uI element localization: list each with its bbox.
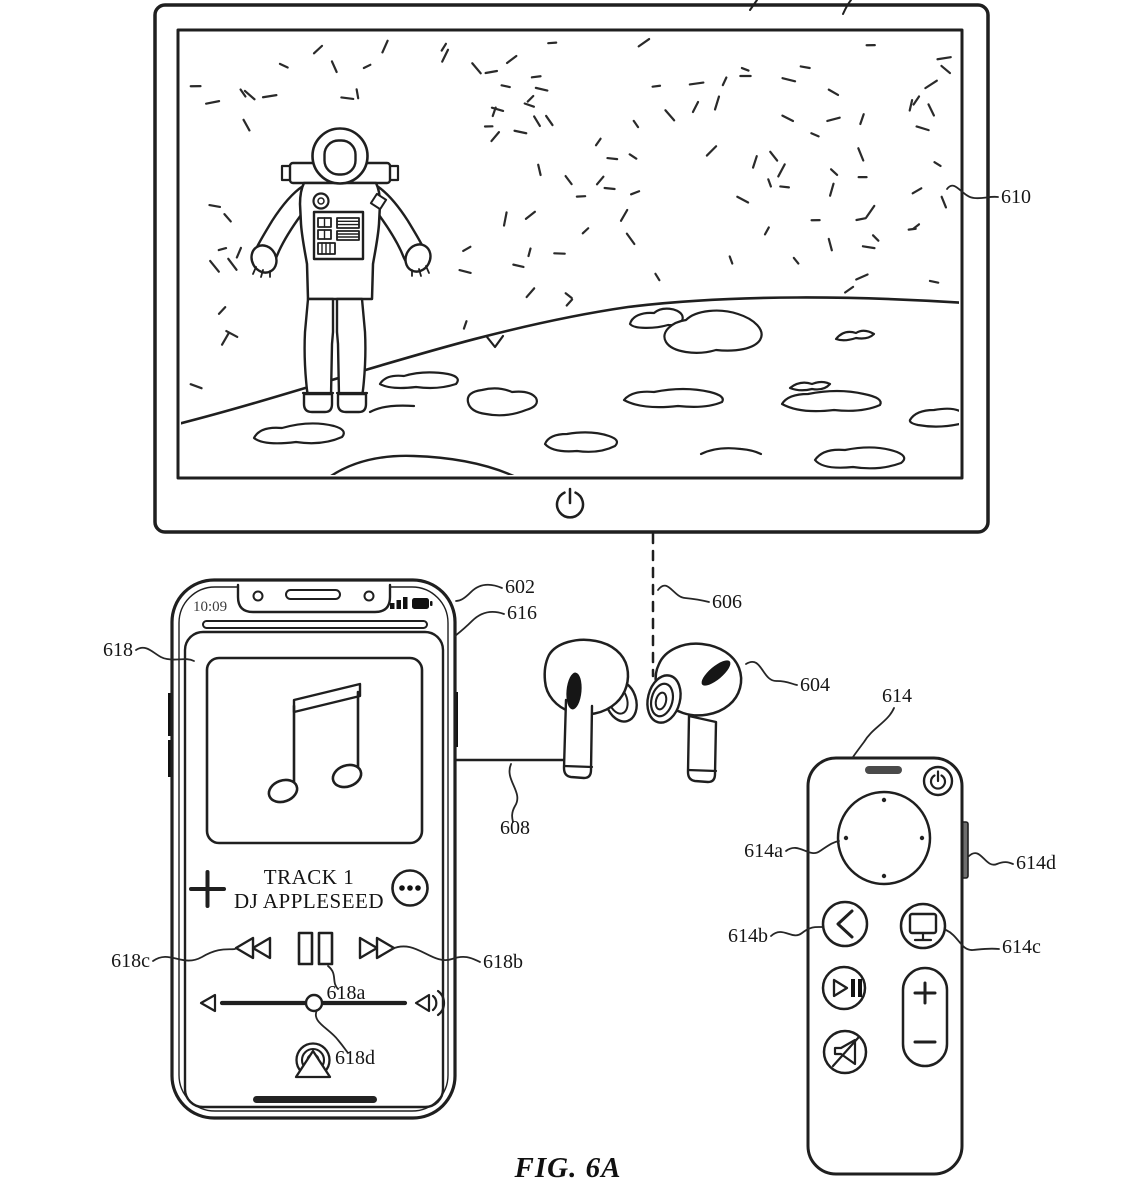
stem bbox=[686, 714, 718, 784]
right-earbud bbox=[646, 642, 743, 784]
earbuds bbox=[543, 638, 743, 784]
shoulder-patch bbox=[369, 192, 388, 211]
tv-power-icon bbox=[555, 487, 585, 519]
crater-arc bbox=[368, 404, 416, 414]
music-note-icon bbox=[267, 682, 363, 804]
sheet-handle bbox=[202, 620, 428, 629]
ref-614: 614 bbox=[882, 685, 912, 707]
airplay-icon bbox=[294, 1042, 332, 1079]
play-pause-button bbox=[821, 965, 867, 1011]
right-boot bbox=[336, 392, 368, 414]
signal-icon bbox=[390, 597, 408, 609]
camera-icon bbox=[252, 590, 264, 602]
crater bbox=[628, 307, 684, 329]
mute-button bbox=[822, 1029, 868, 1075]
ref-614b: 614b bbox=[728, 925, 768, 947]
stars bbox=[189, 37, 952, 390]
tv bbox=[153, 0, 990, 534]
remote bbox=[806, 756, 969, 1176]
leader-lines bbox=[135, 184, 1014, 1054]
tv-button bbox=[899, 902, 947, 950]
speaker-slot-icon bbox=[285, 589, 341, 600]
crater-check bbox=[485, 334, 505, 349]
earbud-body bbox=[543, 638, 630, 716]
ref-602: 602 bbox=[505, 576, 535, 598]
ref-614d: 614d bbox=[1016, 852, 1056, 874]
ref-604: 604 bbox=[800, 674, 830, 696]
left-earbud bbox=[543, 638, 638, 780]
ref-614a: 614a bbox=[744, 840, 783, 862]
notch bbox=[236, 583, 392, 614]
ref-606: 606 bbox=[712, 591, 742, 613]
play-icon bbox=[832, 978, 849, 998]
sensor-icon bbox=[363, 590, 375, 602]
ref-618d: 618d bbox=[335, 1047, 375, 1069]
slider-knob bbox=[304, 993, 324, 1013]
foreground-mound bbox=[330, 454, 515, 475]
now-playing-card bbox=[183, 630, 445, 1109]
crater bbox=[466, 387, 538, 417]
leader-stub-2 bbox=[842, 0, 852, 15]
speaker-icon bbox=[833, 1038, 857, 1066]
ellipsis-icon bbox=[391, 869, 429, 907]
astronaut bbox=[250, 127, 432, 414]
crater bbox=[813, 446, 906, 470]
crater bbox=[908, 407, 959, 428]
ref-614c: 614c bbox=[1002, 936, 1041, 958]
back-button bbox=[821, 900, 869, 948]
crater bbox=[252, 422, 345, 445]
battery-icon bbox=[412, 598, 433, 609]
left-boot bbox=[302, 392, 334, 414]
crater-arc bbox=[699, 447, 763, 456]
ref-618: 618 bbox=[103, 639, 133, 661]
moon-surface bbox=[181, 296, 959, 475]
crater bbox=[834, 329, 876, 342]
reference-labels: 602 616 618 610 606 604 608 614 614a 614… bbox=[103, 186, 1056, 1069]
track-title: TRACK 1 bbox=[264, 865, 354, 889]
clickpad bbox=[836, 790, 932, 886]
leader-stub-1 bbox=[749, 0, 758, 11]
remote-power-icon bbox=[922, 765, 954, 797]
connection-lines bbox=[453, 532, 655, 762]
volume-max-icon bbox=[414, 993, 431, 1013]
crater bbox=[663, 309, 763, 354]
ref-616: 616 bbox=[507, 602, 537, 624]
crater bbox=[622, 387, 724, 409]
add-icon bbox=[189, 870, 226, 908]
clock-text: 10:09 bbox=[193, 599, 227, 615]
crater bbox=[543, 431, 619, 453]
volume-slider bbox=[199, 989, 446, 1017]
mic-grille bbox=[701, 660, 731, 686]
ref-608: 608 bbox=[500, 817, 530, 839]
album-art bbox=[205, 656, 424, 845]
stem bbox=[562, 698, 594, 780]
pause-icon bbox=[297, 931, 334, 966]
right-leg bbox=[335, 297, 367, 398]
plus-icon bbox=[913, 981, 937, 1005]
crater bbox=[788, 380, 832, 392]
volume-rocker bbox=[901, 966, 949, 1068]
crater bbox=[780, 389, 882, 413]
home-indicator bbox=[253, 1096, 377, 1103]
mic-slot-icon bbox=[865, 766, 902, 774]
visor bbox=[323, 139, 357, 176]
phone: 10:09 TRACK 1 DJ APPLESEED bbox=[168, 578, 458, 1120]
tv-scene bbox=[181, 37, 959, 475]
ref-618b: 618b bbox=[483, 951, 523, 973]
volume-min-icon bbox=[199, 993, 217, 1013]
chest-gauge bbox=[312, 192, 330, 210]
crater bbox=[378, 371, 459, 390]
figure-caption: FIG. 6A bbox=[514, 1152, 622, 1184]
left-leg bbox=[303, 297, 335, 398]
ref-610: 610 bbox=[1001, 186, 1031, 208]
rewind-icon bbox=[234, 936, 272, 960]
chevron-left-icon bbox=[836, 909, 854, 939]
ref-618a: 618a bbox=[327, 982, 366, 1004]
ref-618c: 618c bbox=[111, 950, 150, 972]
mic-grille bbox=[566, 672, 582, 710]
mute-slash bbox=[831, 1036, 860, 1068]
artist-name: DJ APPLESEED bbox=[234, 889, 384, 913]
